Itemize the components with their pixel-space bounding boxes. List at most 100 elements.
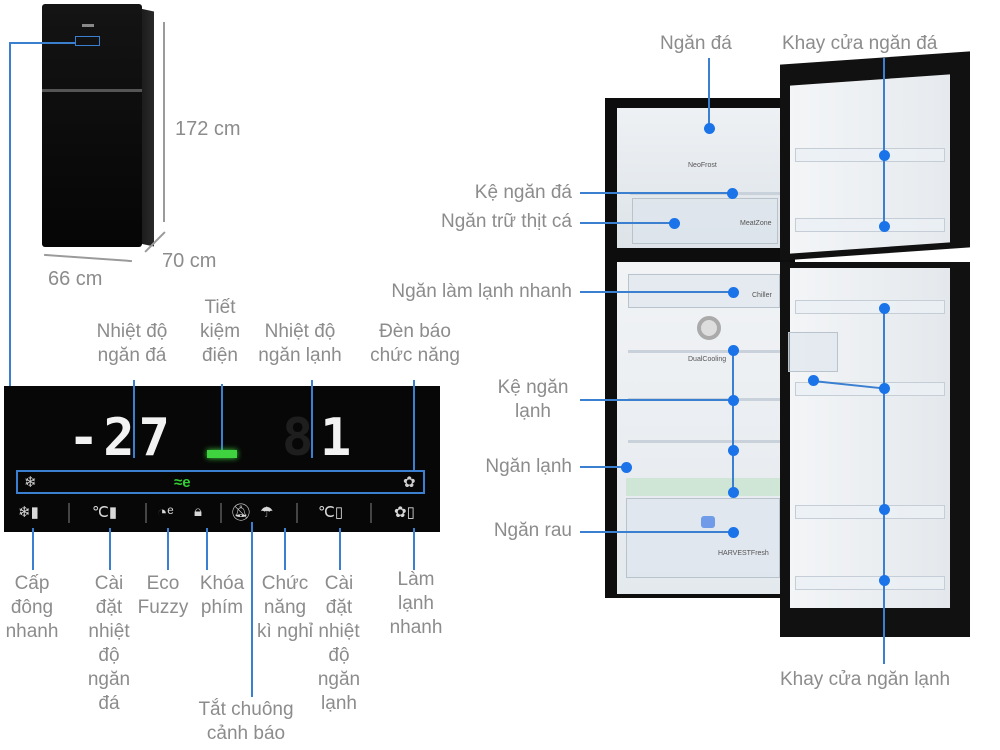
meatzone-marking: MeatZone bbox=[740, 220, 772, 227]
divider bbox=[145, 503, 147, 523]
thermometer-icon: ℃▮ bbox=[92, 504, 118, 521]
fridge-door-tray bbox=[795, 382, 945, 396]
leader-line bbox=[413, 528, 415, 570]
leader-line bbox=[221, 384, 223, 454]
height-arrow bbox=[163, 22, 165, 222]
lock-icon: 🔒︎ bbox=[194, 503, 202, 520]
label-quick-freeze: Cấp đông nhanh bbox=[5, 573, 59, 642]
label-freezer-door-tray: Khay cửa ngăn đá bbox=[782, 33, 938, 54]
marker-dot bbox=[879, 383, 890, 394]
fridge-door-tray bbox=[795, 300, 945, 314]
fridge-temp-display: 1 bbox=[320, 408, 356, 468]
eco-gauge-icon: ◔ᵉ bbox=[157, 503, 174, 522]
marker-dot bbox=[728, 345, 739, 356]
freezer-temp-display: -27 bbox=[68, 408, 174, 468]
depth-dimension: 70 cm bbox=[162, 250, 217, 272]
leader-line bbox=[883, 58, 885, 226]
leader-line bbox=[284, 528, 286, 570]
key-lock-button[interactable]: 🔒︎ bbox=[194, 503, 202, 520]
fridge-temp-setting-button[interactable]: ℃▯ bbox=[318, 503, 343, 521]
label-fridge-door-tray: Khay cửa ngăn lạnh bbox=[780, 669, 951, 690]
divider bbox=[370, 503, 372, 523]
label-freezer-shelf: Kệ ngăn đá bbox=[474, 182, 572, 203]
marker-dot bbox=[728, 527, 739, 538]
neofrost-marking: NeoFrost bbox=[688, 162, 717, 169]
harvestfresh-marking: HARVESTFresh bbox=[718, 550, 769, 557]
meat-zone-drawer bbox=[632, 198, 778, 244]
width-dimension: 66 cm bbox=[48, 268, 103, 290]
leader-line bbox=[32, 528, 34, 570]
fridge-front-thumbnail bbox=[42, 4, 142, 247]
leader-line bbox=[883, 308, 885, 664]
fast-cool-button[interactable]: ✿▯ bbox=[394, 503, 415, 521]
chiller-marking: Chiller bbox=[752, 292, 772, 299]
label-meat-zone: Ngăn trữ thịt cá bbox=[441, 211, 572, 232]
alarm-off-button[interactable]: 🔕︎ bbox=[230, 503, 252, 523]
leader-line bbox=[251, 522, 253, 697]
marker-dot bbox=[621, 462, 632, 473]
marker-dot bbox=[728, 487, 739, 498]
callout-energy-saving: Tiết kiệm điện bbox=[199, 297, 241, 366]
bell-off-icon: 🔕︎ bbox=[230, 503, 252, 522]
fridge-door-tray bbox=[795, 505, 945, 519]
label-eco-fuzzy: Eco Fuzzy bbox=[137, 573, 189, 618]
leader-line bbox=[580, 466, 625, 468]
fan-icon bbox=[697, 316, 721, 340]
leader-line bbox=[311, 380, 313, 458]
marker-dot bbox=[728, 287, 739, 298]
leader-line bbox=[708, 58, 710, 128]
leader-line bbox=[167, 528, 169, 570]
label-fast-cool: Làm lạnh nhanh bbox=[389, 569, 443, 638]
fridge-door-inner bbox=[790, 268, 950, 608]
door-divider bbox=[42, 89, 142, 92]
function-indicator-strip bbox=[16, 470, 425, 494]
leader-line bbox=[339, 528, 341, 570]
beach-umbrella-icon: ☂ bbox=[260, 504, 274, 521]
snowflake-icon: ❄▮ bbox=[18, 504, 39, 521]
water-dispenser bbox=[788, 332, 838, 372]
label-freezer: Ngăn đá bbox=[660, 33, 732, 54]
thermometer-icon: ℃▯ bbox=[318, 504, 344, 521]
divider bbox=[68, 503, 70, 523]
marker-dot bbox=[728, 395, 739, 406]
marker-dot bbox=[728, 445, 739, 456]
leader-line bbox=[413, 380, 415, 470]
freezer-door-tray bbox=[795, 148, 945, 162]
dualcooling-marking: DualCooling bbox=[688, 356, 727, 363]
quick-freeze-button[interactable]: ❄▮ bbox=[18, 503, 39, 521]
width-arrow bbox=[44, 253, 132, 263]
leader-line bbox=[732, 350, 734, 492]
holiday-button[interactable]: ☂ bbox=[260, 503, 273, 521]
fridge-temp-ghost-digit: 8 bbox=[282, 408, 318, 468]
label-chiller: Ngăn làm lạnh nhanh bbox=[391, 281, 572, 302]
marker-dot bbox=[808, 375, 819, 386]
leader-line bbox=[206, 528, 208, 570]
eco-fuzzy-button[interactable]: ◔ᵉ bbox=[157, 503, 174, 523]
freezer-temp-setting-button[interactable]: ℃▮ bbox=[92, 503, 117, 521]
label-key-lock: Khóa phím bbox=[199, 573, 245, 618]
label-fridge: Ngăn lạnh bbox=[485, 456, 572, 477]
connector-line bbox=[10, 42, 76, 44]
height-dimension: 172 cm bbox=[175, 118, 241, 140]
marker-dot bbox=[879, 504, 890, 515]
fridge-side-panel bbox=[140, 8, 154, 247]
leader-line bbox=[133, 380, 135, 458]
leader-line bbox=[580, 192, 732, 194]
freezer-door-tray bbox=[795, 218, 945, 232]
control-panel-highlight bbox=[75, 36, 100, 46]
leader-line bbox=[580, 531, 732, 533]
marker-dot bbox=[879, 575, 890, 586]
label-fridge-temp-setting: Cài đặt nhiệt độ ngăn lạnh bbox=[317, 573, 361, 714]
divider bbox=[220, 503, 222, 523]
fast-cool-icon: ✿ bbox=[403, 474, 416, 491]
leader-line bbox=[580, 399, 732, 401]
marker-dot bbox=[669, 218, 680, 229]
marker-dot bbox=[879, 221, 890, 232]
led-light bbox=[701, 516, 715, 528]
fridge-shelf bbox=[628, 350, 780, 353]
energy-saving-indicator bbox=[207, 450, 237, 458]
snowflake-icon: ❄ bbox=[24, 474, 37, 491]
marker-dot bbox=[704, 123, 715, 134]
callout-function-indicator: Đèn báo chức năng bbox=[370, 321, 460, 366]
leader-line bbox=[109, 528, 111, 570]
